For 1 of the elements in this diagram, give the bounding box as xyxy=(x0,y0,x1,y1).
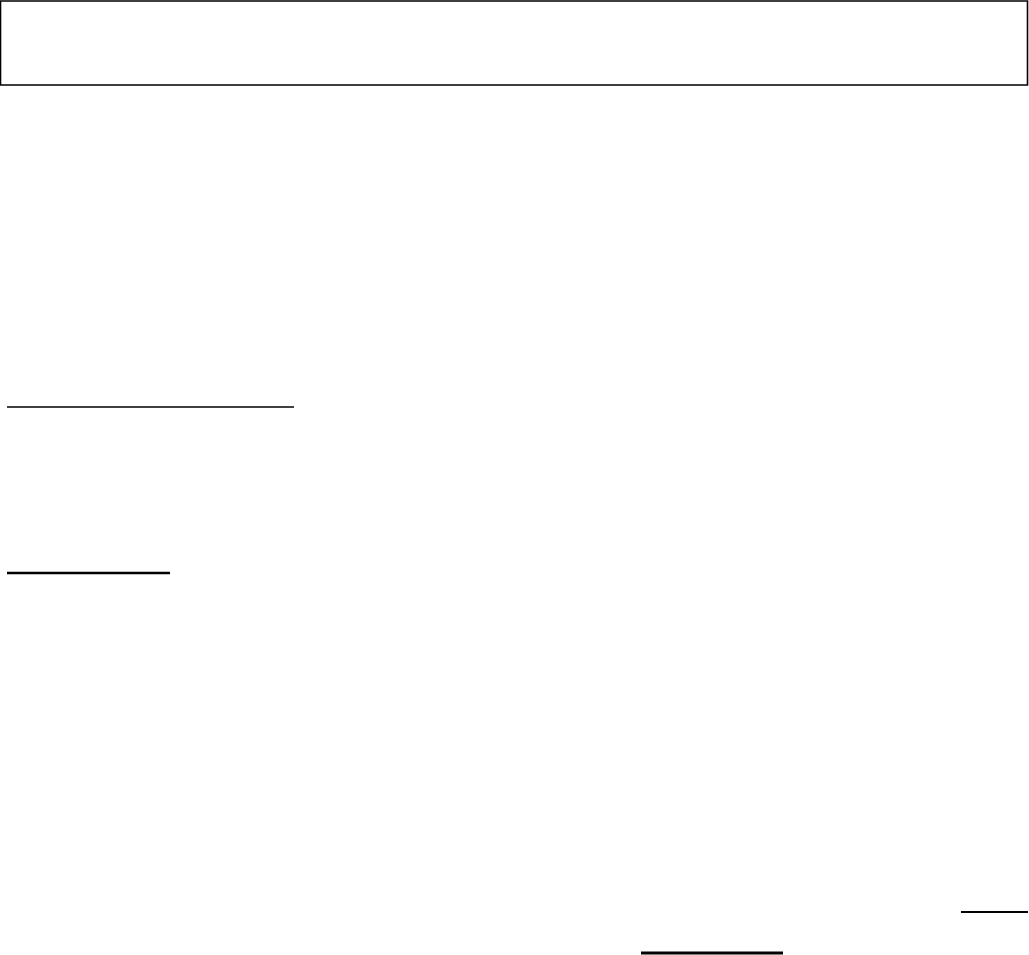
empty-box xyxy=(0,0,1029,86)
